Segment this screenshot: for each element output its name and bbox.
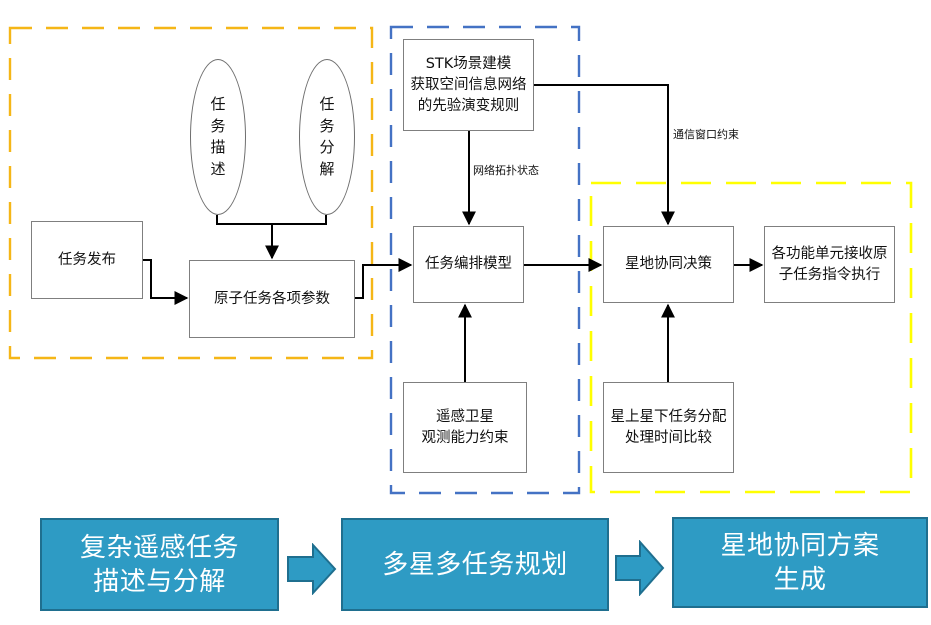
task-description-char: 务 bbox=[210, 116, 226, 135]
time-comparison-line: 处理时间比较 bbox=[625, 429, 712, 446]
task-description-ellipse: 任 务 描 述 bbox=[190, 59, 246, 215]
stage-decomposition: 复杂遥感任务 描述与分解 bbox=[40, 518, 279, 611]
stk-modeling-box: STK场景建模 获取空间信息网络 的先验演变规则 bbox=[403, 39, 534, 131]
stage-arrow-1-icon bbox=[287, 543, 337, 595]
rs-capability-line: 遥感卫星 bbox=[436, 408, 494, 425]
stage-planning-line: 多星多任务规划 bbox=[382, 549, 568, 580]
arrow-atomic-params-to-scheduling bbox=[355, 258, 413, 299]
stage-solution-line: 星地协同方案 bbox=[720, 530, 880, 561]
unit-execution-line: 各功能单元接收原 bbox=[771, 245, 888, 262]
atomic-params-box: 原子任务各项参数 bbox=[189, 260, 355, 338]
edge-label-comm-window: 通信窗口约束 bbox=[673, 128, 739, 141]
stage-decomposition-line: 复杂遥感任务 bbox=[79, 532, 239, 563]
sat-ground-decision-label: 星地协同决策 bbox=[625, 256, 712, 272]
stage-solution-line: 生成 bbox=[773, 564, 827, 595]
time-comparison-box: 星上星下任务分配 处理时间比较 bbox=[603, 382, 734, 473]
sat-ground-decision-box: 星地协同决策 bbox=[603, 226, 734, 303]
task-decomposition-char: 解 bbox=[319, 159, 335, 178]
task-decomposition-ellipse: 任 务 分 解 bbox=[299, 59, 355, 215]
task-description-char: 述 bbox=[210, 159, 226, 178]
unit-execution-line: 子任务指令执行 bbox=[778, 266, 881, 283]
stage-decomposition-line: 描述与分解 bbox=[93, 566, 226, 597]
stage-solution: 星地协同方案 生成 bbox=[672, 517, 928, 608]
task-description-char: 任 bbox=[210, 95, 226, 113]
stage-planning: 多星多任务规划 bbox=[341, 518, 609, 611]
stage-arrow-2-icon bbox=[615, 540, 665, 596]
stk-modeling-line: STK场景建模 bbox=[425, 55, 512, 72]
task-release-box: 任务发布 bbox=[31, 221, 143, 299]
edge-label-network-topology: 网络拓扑状态 bbox=[473, 164, 539, 177]
task-scheduling-model-box: 任务编排模型 bbox=[413, 226, 524, 303]
task-decomposition-char: 任 bbox=[319, 95, 335, 113]
rs-capability-line: 观测能力约束 bbox=[421, 429, 509, 446]
task-decomposition-char: 务 bbox=[319, 116, 335, 135]
task-release-label: 任务发布 bbox=[58, 251, 116, 268]
atomic-params-label: 原子任务各项参数 bbox=[214, 290, 330, 307]
time-comparison-line: 星上星下任务分配 bbox=[610, 408, 727, 425]
connector-ellipses-merge bbox=[216, 215, 327, 225]
task-decomposition-char: 分 bbox=[319, 138, 335, 156]
arrow-stk-to-decision bbox=[534, 84, 675, 226]
task-scheduling-model-label: 任务编排模型 bbox=[425, 256, 512, 272]
unit-execution-box: 各功能单元接收原 子任务指令执行 bbox=[764, 226, 895, 303]
arrow-task-release-to-atomic-params bbox=[143, 259, 189, 305]
stk-modeling-line: 获取空间信息网络 bbox=[410, 76, 527, 93]
stk-modeling-line: 的先验演变规则 bbox=[417, 97, 520, 114]
task-description-char: 描 bbox=[210, 138, 226, 156]
rs-capability-box: 遥感卫星 观测能力约束 bbox=[403, 382, 527, 473]
